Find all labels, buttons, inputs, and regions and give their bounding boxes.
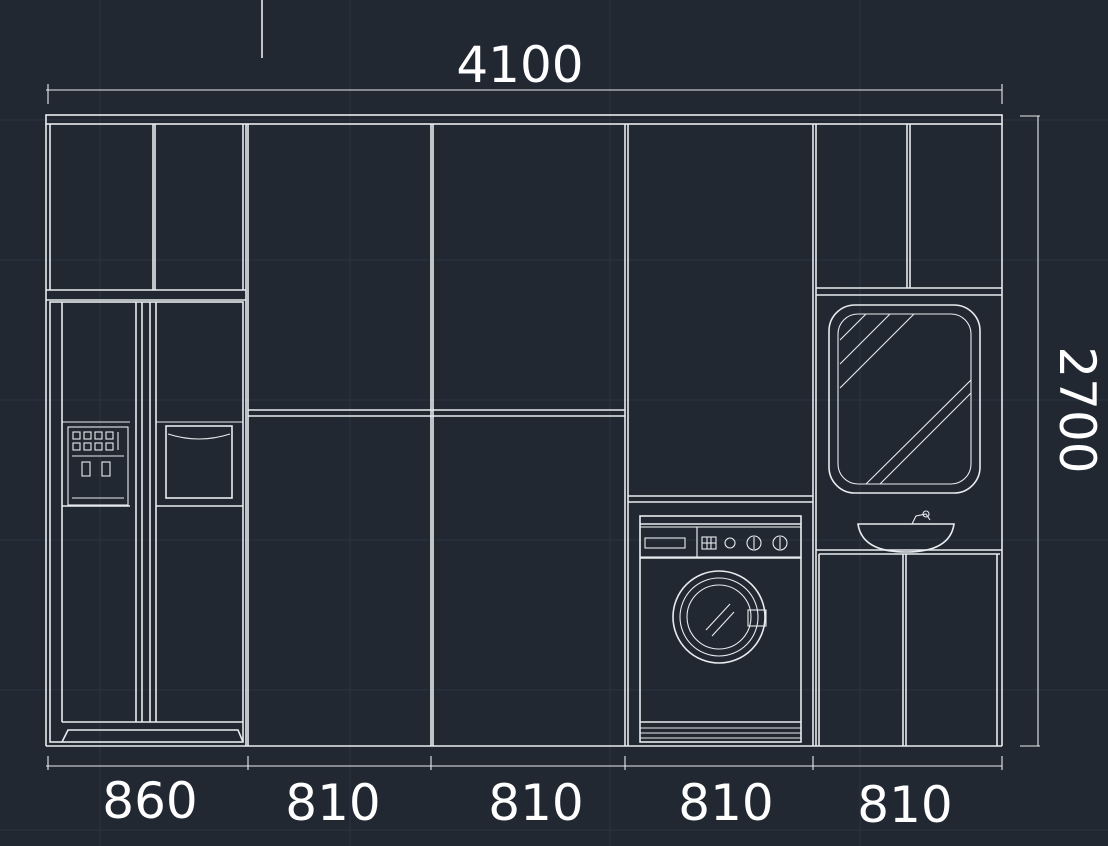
segment-label-4: 810 <box>678 774 773 832</box>
segment-label-2: 810 <box>285 774 380 832</box>
overall-height-label: 2700 <box>1048 346 1106 473</box>
sink-basin <box>857 523 955 553</box>
segment-label-1: 860 <box>102 772 197 830</box>
fridge-upper-cabinet <box>46 124 246 301</box>
washing-machine-section <box>628 495 813 743</box>
segment-label-5: 810 <box>857 776 952 834</box>
right-dimension: 2700 <box>1020 115 1106 747</box>
mirror <box>828 304 981 494</box>
tall-cabinets <box>248 409 625 417</box>
segment-label-3: 810 <box>488 774 583 832</box>
bottom-dimension: 860 810 810 810 810 <box>46 756 1003 834</box>
overall-width-label: 4100 <box>456 36 583 94</box>
vanity-section <box>816 124 1002 746</box>
refrigerator <box>49 301 244 743</box>
top-dimension: 4100 <box>46 36 1003 104</box>
cabinet-elevation <box>45 114 1003 747</box>
